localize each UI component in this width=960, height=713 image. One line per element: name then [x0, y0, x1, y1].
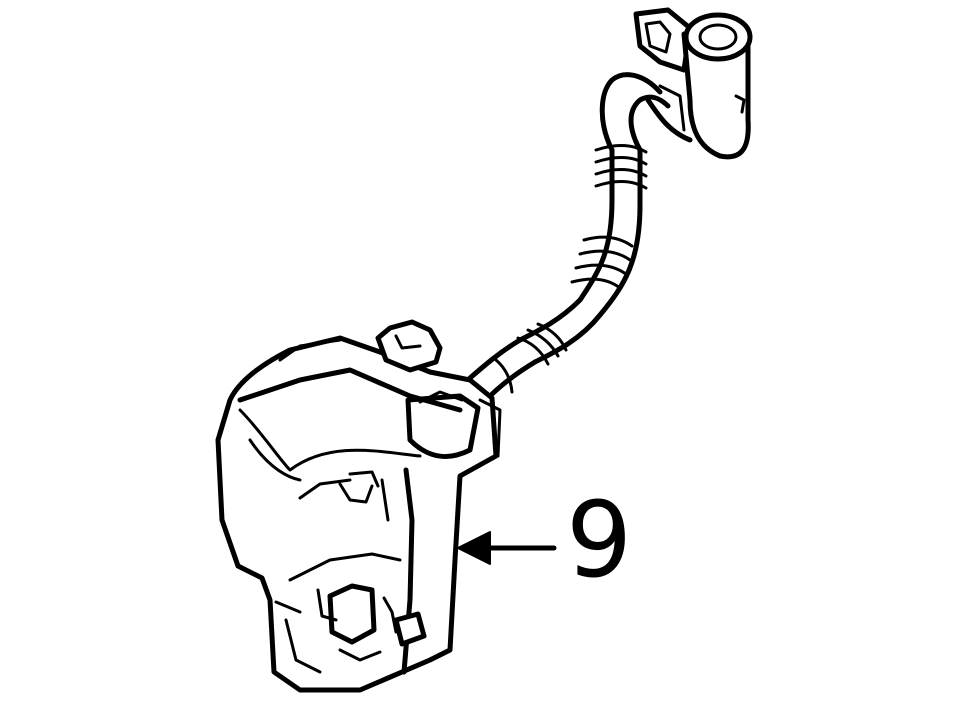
washer-reservoir: [215, 319, 502, 693]
callout-number: 9: [566, 479, 633, 601]
hose-corrugation-upper: [594, 144, 648, 190]
hose: [467, 72, 671, 401]
hose-connector: [633, 7, 753, 160]
hose-corrugation-middle: [570, 235, 634, 290]
callout-arrow: [457, 531, 557, 565]
